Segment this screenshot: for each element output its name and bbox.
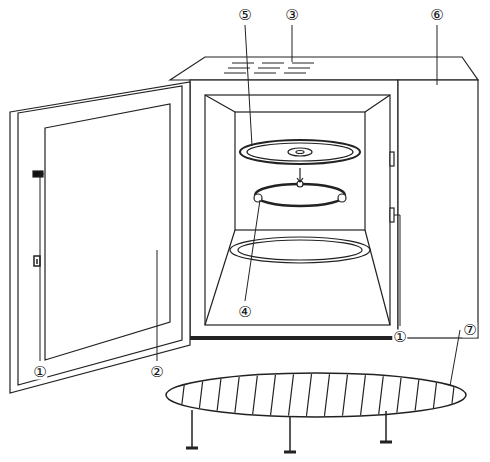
callout-number: ① (32, 365, 47, 380)
glass-tray (247, 143, 353, 161)
leader-line (245, 200, 260, 301)
callout-number: ④ (237, 305, 252, 320)
door-inner-frame (18, 86, 182, 385)
cavity-back (235, 112, 365, 230)
grill-rack (166, 370, 466, 452)
leader-line (40, 174, 44, 361)
roller (338, 194, 346, 202)
callout-number: ⑤ (237, 8, 252, 23)
door-latch-hook (34, 256, 40, 266)
latch-slot (390, 152, 394, 166)
leader-line (450, 330, 460, 386)
door (10, 82, 190, 393)
cavity-opening (205, 95, 390, 325)
leader-line (437, 25, 438, 85)
glass-tray-hub (296, 151, 304, 154)
cavity-edges (205, 95, 390, 325)
leader-line (157, 250, 158, 361)
callout-number: ③ (284, 8, 299, 23)
leader-line (245, 25, 252, 146)
control-panel (398, 80, 478, 338)
callout-number: ⑥ (429, 8, 444, 23)
vent-slits (224, 63, 314, 73)
oven-top (170, 57, 478, 80)
glass-tray-hub (288, 148, 312, 156)
latch-slot (390, 208, 394, 222)
floor-ring (238, 240, 362, 260)
callout-number: ⑦ (462, 323, 477, 338)
glass-tray (240, 140, 360, 164)
assembly-arrow (297, 168, 303, 182)
callout-number: ② (149, 365, 164, 380)
oven-front (190, 80, 398, 338)
door-window (45, 104, 170, 360)
callout-number: ① (392, 330, 407, 345)
roller (254, 194, 262, 202)
oven-bottom-edge (190, 336, 398, 340)
leader-lines (40, 25, 460, 386)
leader-line (292, 25, 293, 62)
leader-line (394, 215, 400, 326)
